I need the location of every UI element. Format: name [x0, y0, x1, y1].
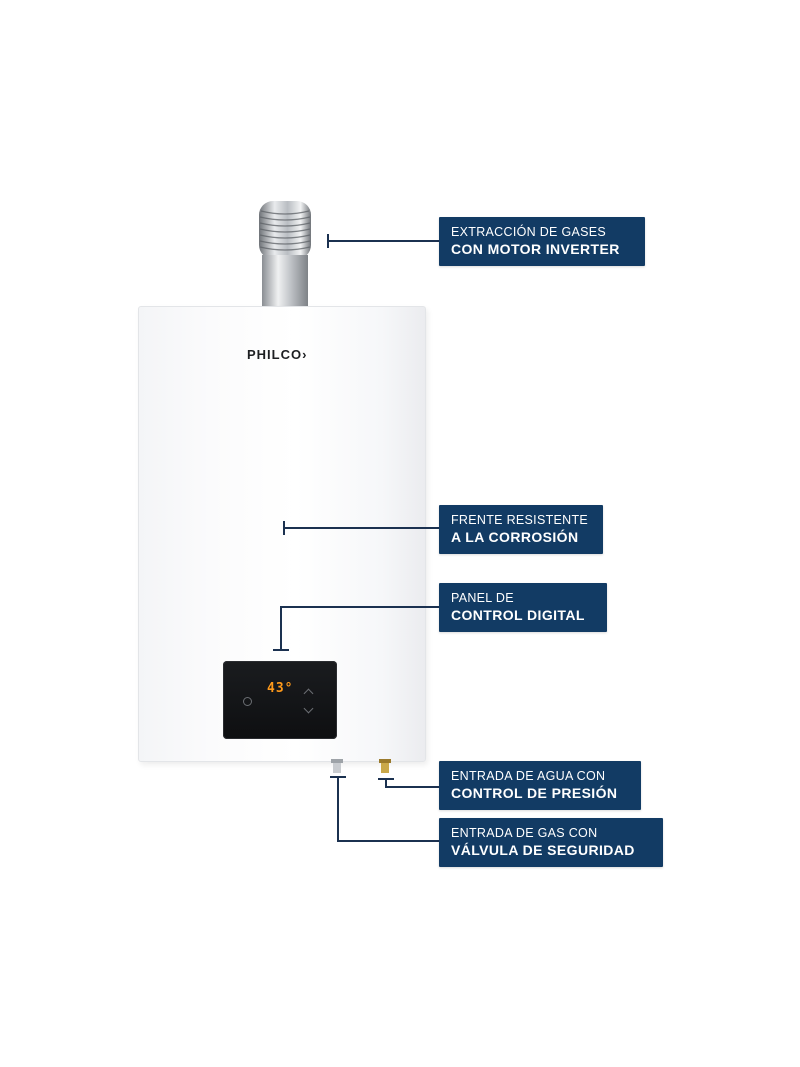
water-leader-vertical: [385, 778, 387, 788]
philco-chevron-icon: ›: [302, 347, 308, 362]
panel-leader-tick: [273, 649, 289, 651]
callout-gas-inlet: ENTRADA DE GAS CON VÁLVULA DE SEGURIDAD: [439, 818, 663, 867]
chevron-down-icon: [303, 703, 314, 714]
panel-leader-line: [280, 606, 439, 608]
brand-logo: PHILCO›: [247, 347, 308, 362]
front-leader-line: [283, 527, 439, 529]
flue-leader-line: [327, 240, 439, 242]
callout-flue: EXTRACCIÓN DE GASES CON MOTOR INVERTER: [439, 217, 645, 266]
callout-water-inlet: ENTRADA DE AGUA CON CONTROL DE PRESIÓN: [439, 761, 641, 810]
power-button-icon: [243, 697, 252, 706]
callout-panel: PANEL DE CONTROL DIGITAL: [439, 583, 607, 632]
temperature-display: 43°: [267, 681, 294, 696]
chevron-up-icon: [303, 688, 314, 699]
digital-control-panel: 43°: [223, 661, 337, 739]
water-leader-line: [385, 786, 439, 788]
flue-pipe: [259, 201, 311, 309]
water-heater-body: PHILCO› 43°: [138, 306, 426, 762]
panel-leader-vertical: [280, 606, 282, 650]
callout-front: FRENTE RESISTENTE A LA CORROSIÓN: [439, 505, 603, 554]
gas-inlet-fitting: [379, 759, 391, 773]
gas-leader-line: [337, 840, 439, 842]
gas-leader-vertical: [337, 776, 339, 842]
water-inlet-fitting: [331, 759, 343, 773]
